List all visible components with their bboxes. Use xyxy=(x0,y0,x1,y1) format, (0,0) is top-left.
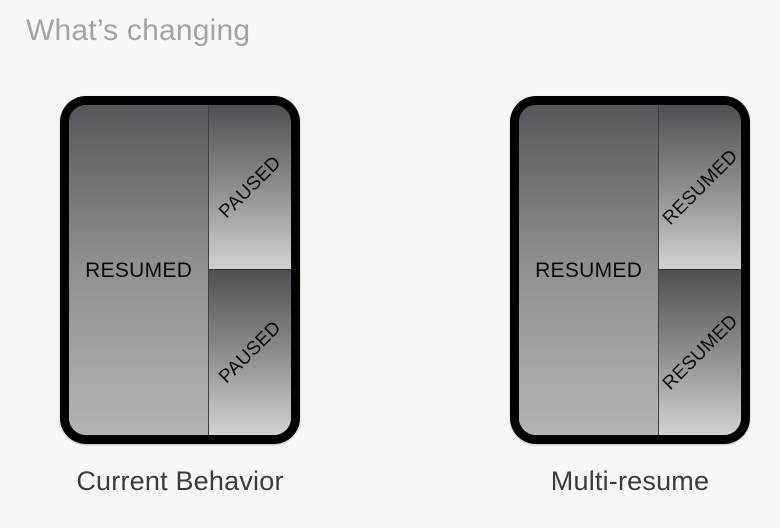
pane-label-secondary-bottom: RESUMED xyxy=(659,310,741,395)
pane-column-current-behavior: PAUSED PAUSED xyxy=(209,105,291,435)
device-frame-current-behavior: RESUMED PAUSED PAUSED xyxy=(60,96,300,444)
pane-secondary-bottom-multi-resume[interactable]: RESUMED xyxy=(659,270,741,435)
pane-primary-multi-resume[interactable]: RESUMED xyxy=(519,105,660,435)
pane-secondary-bottom-current-behavior[interactable]: PAUSED xyxy=(209,270,291,435)
device-screen-current-behavior: RESUMED PAUSED PAUSED xyxy=(69,105,291,435)
device-screen-multi-resume: RESUMED RESUMED RESUMED xyxy=(519,105,741,435)
page-title: What’s changing xyxy=(26,14,251,47)
device-frame-multi-resume: RESUMED RESUMED RESUMED xyxy=(510,96,750,444)
pane-label-secondary-top: PAUSED xyxy=(214,151,286,223)
pane-label-primary: RESUMED xyxy=(85,258,193,282)
device-caption-current-behavior: Current Behavior xyxy=(76,466,284,496)
pane-primary-current-behavior[interactable]: RESUMED xyxy=(69,105,210,435)
pane-secondary-top-current-behavior[interactable]: PAUSED xyxy=(209,105,291,270)
pane-column-multi-resume: RESUMED RESUMED xyxy=(659,105,741,435)
device-caption-multi-resume: Multi-resume xyxy=(550,466,710,496)
pane-label-secondary-bottom: PAUSED xyxy=(214,317,286,388)
pane-secondary-top-multi-resume[interactable]: RESUMED xyxy=(659,105,741,270)
pane-label-secondary-top: RESUMED xyxy=(659,145,741,229)
pane-label-primary: RESUMED xyxy=(535,258,643,282)
